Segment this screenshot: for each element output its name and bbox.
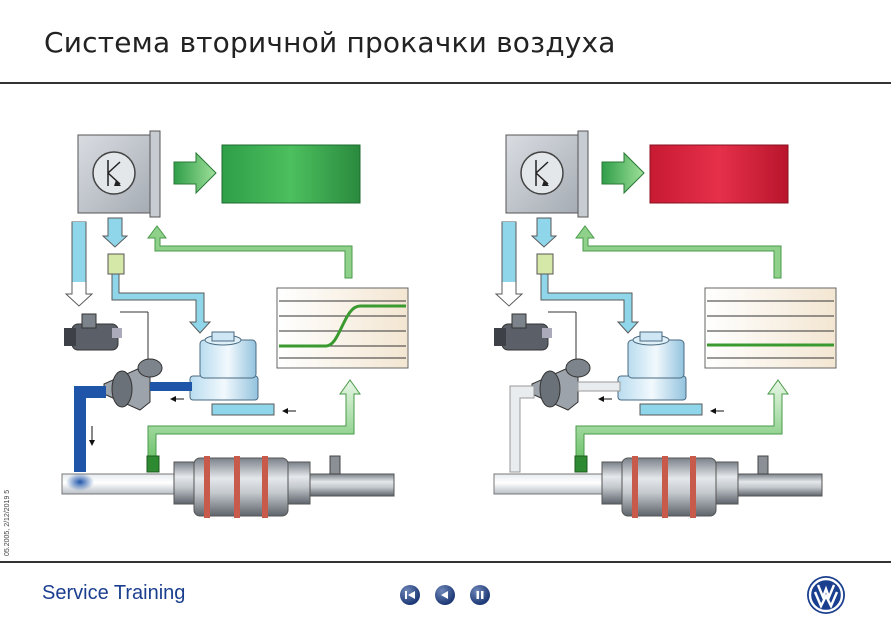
back-icon [441,591,448,599]
right-diagram [493,130,837,518]
left-diagram [61,130,409,518]
status-display-fault [649,144,789,204]
blue-pipe-left [74,386,106,472]
page-title: Система вторичной прокачки воздуха [44,26,616,59]
chart-rising [276,287,409,369]
pressure-sensor-left [64,313,122,351]
pressure-sensor-right [494,313,552,351]
engine-control-unit [77,130,161,218]
pause-button[interactable] [470,585,490,605]
secondary-air-pump-left [189,331,259,401]
pause-icon [476,591,484,599]
top-divider [0,82,891,84]
side-date-text: 05.2005, 2/12/2019 5 [4,489,11,556]
back-button[interactable] [435,585,455,605]
exhaust-right [493,455,823,518]
air-pipe-left [150,382,192,391]
brand-label: Service Training [42,582,186,604]
combi-valve-right [531,358,591,411]
sensor-left [107,253,125,275]
secondary-air-pump-right [617,331,687,401]
status-display-ok [221,144,361,204]
rewind-button[interactable] [400,585,420,605]
exhaust-left [61,455,395,518]
rewind-icon [405,591,415,599]
bottom-divider [0,561,891,563]
output-arrow [173,151,217,195]
combi-valve-left [103,358,163,411]
vw-logo [807,576,845,614]
chart-flat [704,287,837,369]
engine-control-unit-right [505,130,589,218]
